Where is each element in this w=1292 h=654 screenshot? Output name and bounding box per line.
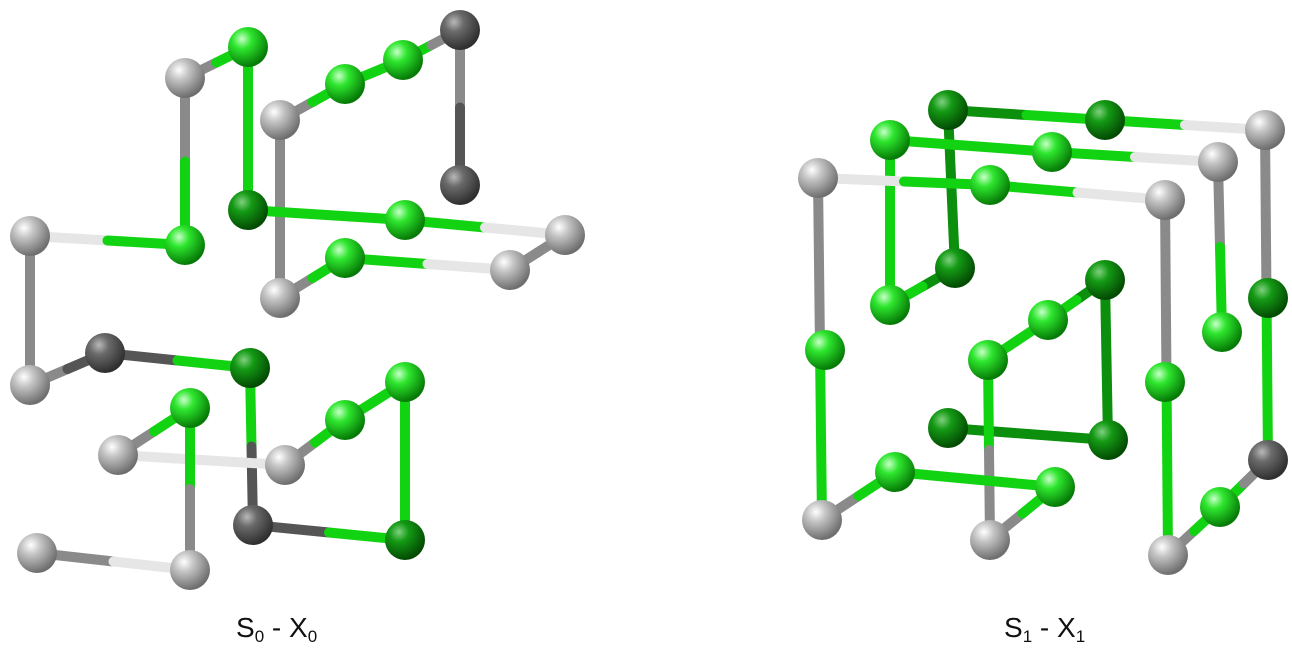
green-atom bbox=[228, 27, 268, 67]
bond bbox=[1161, 372, 1173, 560]
gray-atom bbox=[1148, 535, 1188, 575]
green-atom bbox=[970, 165, 1010, 205]
green-atom bbox=[968, 340, 1008, 380]
gray-atom bbox=[970, 520, 1010, 560]
gray-atom bbox=[85, 333, 125, 373]
green-atom bbox=[383, 40, 423, 80]
green-atom bbox=[1085, 100, 1125, 140]
green-atom bbox=[1028, 300, 1068, 340]
gray-atom bbox=[440, 10, 480, 50]
green-atom bbox=[385, 362, 425, 402]
green-atom bbox=[870, 285, 910, 325]
green-atom bbox=[1200, 487, 1240, 527]
gray-atom bbox=[440, 165, 480, 205]
green-atom bbox=[1088, 420, 1128, 460]
green-atom bbox=[928, 90, 968, 130]
green-atom bbox=[325, 400, 365, 440]
gray-atom bbox=[802, 500, 842, 540]
structure-s0-x0 bbox=[10, 10, 585, 590]
green-atom bbox=[325, 238, 365, 278]
green-atom bbox=[385, 200, 425, 240]
bond bbox=[815, 344, 827, 525]
green-atom bbox=[1085, 260, 1125, 300]
green-atom bbox=[170, 388, 210, 428]
structure-s1-x1 bbox=[798, 90, 1288, 575]
green-atom bbox=[385, 520, 425, 560]
gray-atom bbox=[233, 505, 273, 545]
gray-atom bbox=[17, 533, 57, 573]
gray-atom bbox=[265, 445, 305, 485]
gray-atom bbox=[170, 550, 210, 590]
gray-atom bbox=[165, 58, 205, 98]
gray-atom bbox=[798, 158, 838, 198]
green-atom bbox=[1032, 132, 1072, 172]
green-atom bbox=[1248, 278, 1288, 318]
label-s1-x1: S1 - X1 bbox=[1004, 612, 1086, 646]
gray-atom bbox=[1198, 142, 1238, 182]
green-atom bbox=[228, 190, 268, 230]
bond bbox=[813, 173, 825, 354]
green-atom bbox=[928, 408, 968, 448]
bond bbox=[1261, 290, 1273, 465]
green-atom bbox=[875, 452, 915, 492]
green-atom bbox=[935, 248, 975, 288]
gray-atom bbox=[260, 100, 300, 140]
gray-atom bbox=[1245, 110, 1285, 150]
green-atom bbox=[1145, 362, 1185, 402]
gray-atom bbox=[260, 278, 300, 318]
green-atom bbox=[1035, 467, 1075, 507]
bond bbox=[1160, 195, 1172, 383]
gray-atom bbox=[545, 215, 585, 255]
gray-atom bbox=[10, 216, 50, 256]
gray-atom bbox=[1248, 440, 1288, 480]
green-atom bbox=[1202, 312, 1242, 352]
green-atom bbox=[165, 225, 205, 265]
green-atom bbox=[325, 64, 365, 104]
label-s0-x0: S0 - X0 bbox=[236, 612, 318, 646]
gray-atom bbox=[1145, 180, 1185, 220]
green-atom bbox=[230, 348, 270, 388]
green-atom bbox=[870, 120, 910, 160]
bond bbox=[1260, 125, 1272, 300]
gray-atom bbox=[490, 250, 530, 290]
green-atom bbox=[805, 330, 845, 370]
gray-atom bbox=[98, 435, 138, 475]
gray-atom bbox=[10, 365, 50, 405]
